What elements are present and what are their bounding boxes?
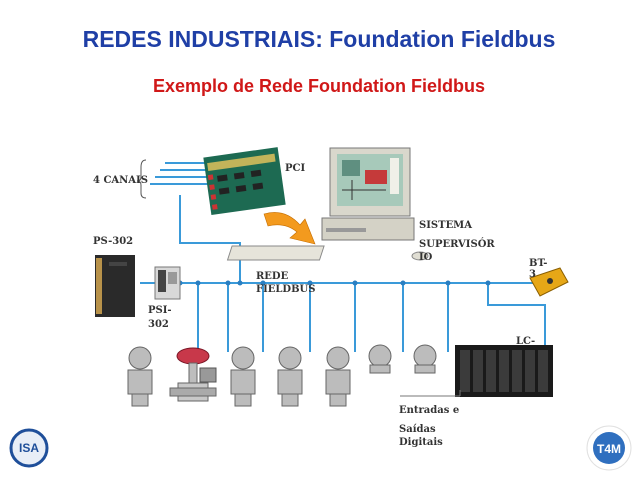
pci-card bbox=[203, 147, 286, 216]
isa-logo-text: ISA bbox=[19, 441, 39, 455]
label-entradas: Entradas e bbox=[399, 405, 460, 416]
transmitter bbox=[230, 346, 256, 407]
label-digitais: Digitais bbox=[399, 437, 443, 448]
label-psi: PSI- bbox=[148, 305, 172, 316]
page-title: REDES INDUSTRIAIS: Foundation Fieldbus bbox=[82, 26, 556, 52]
transmitter bbox=[127, 346, 153, 407]
t4m-logo-text: T4M bbox=[597, 442, 621, 456]
label-fieldbus: FIELDBUS bbox=[256, 284, 316, 295]
label-sistema: SISTEMA bbox=[419, 220, 473, 231]
label-bt-num: 3 bbox=[529, 269, 536, 280]
lc-700-rack bbox=[455, 345, 553, 397]
label-bt: BT- bbox=[529, 258, 548, 269]
transmitter bbox=[325, 346, 351, 407]
ps-302-device bbox=[95, 255, 135, 317]
label-lc: LC- bbox=[516, 336, 536, 347]
t4m-logo: T4M bbox=[586, 425, 632, 471]
channel-lines bbox=[150, 162, 208, 185]
label-psi-num: 302 bbox=[148, 319, 169, 330]
page-subtitle: Exemplo de Rede Foundation Fieldbus bbox=[152, 76, 486, 96]
channel-bracket bbox=[136, 159, 147, 199]
bt-302-device bbox=[529, 267, 569, 297]
label-ps-302: PS-302 bbox=[93, 236, 134, 247]
label-io: IO bbox=[419, 252, 433, 263]
label-4-canais: 4 CANAIS bbox=[93, 175, 148, 186]
transmitter bbox=[368, 344, 392, 374]
supervisory-computer bbox=[226, 147, 429, 261]
psi-302-device bbox=[154, 266, 181, 300]
label-supervisor: SUPERVISÓR bbox=[419, 239, 495, 250]
pci-arrow bbox=[263, 212, 316, 245]
transmitter bbox=[413, 344, 437, 374]
fieldbus-lines bbox=[140, 195, 546, 352]
label-saidas: Saídas bbox=[399, 424, 436, 435]
transmitter bbox=[277, 346, 303, 407]
transmitter-devices bbox=[127, 344, 437, 407]
isa-logo: ISA bbox=[9, 428, 49, 468]
label-pci: PCI bbox=[285, 163, 306, 174]
control-valve bbox=[169, 347, 217, 402]
label-rede: REDE bbox=[256, 271, 289, 282]
